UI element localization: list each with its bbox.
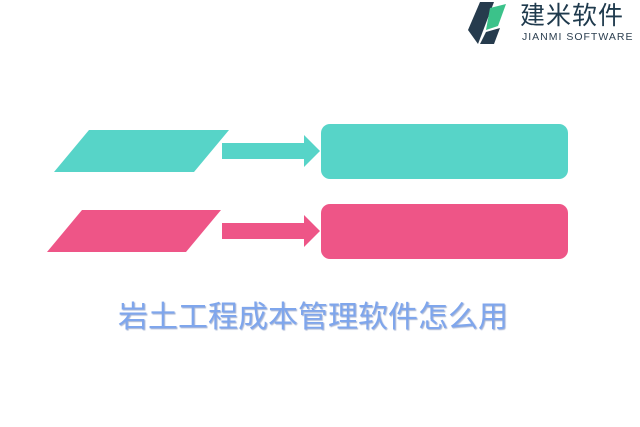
page-title: 岩土工程成本管理软件怎么用 [0,298,640,338]
page-title-text: 岩土工程成本管理软件怎么用 [118,300,508,335]
teal-parallelogram [54,130,229,172]
pink-box [321,204,568,259]
brand-name-en: JIANMI SOFTWARE [522,31,634,43]
teal-arrow-icon [222,135,320,167]
pink-parallelogram [47,210,221,252]
teal-box [321,124,568,179]
jianmi-logo-icon [468,2,506,44]
brand-name-cn: 建米软件 [520,1,625,30]
jianmi-logo: 建米软件 JIANMI SOFTWARE [466,0,640,48]
pink-arrow-icon [222,215,320,247]
